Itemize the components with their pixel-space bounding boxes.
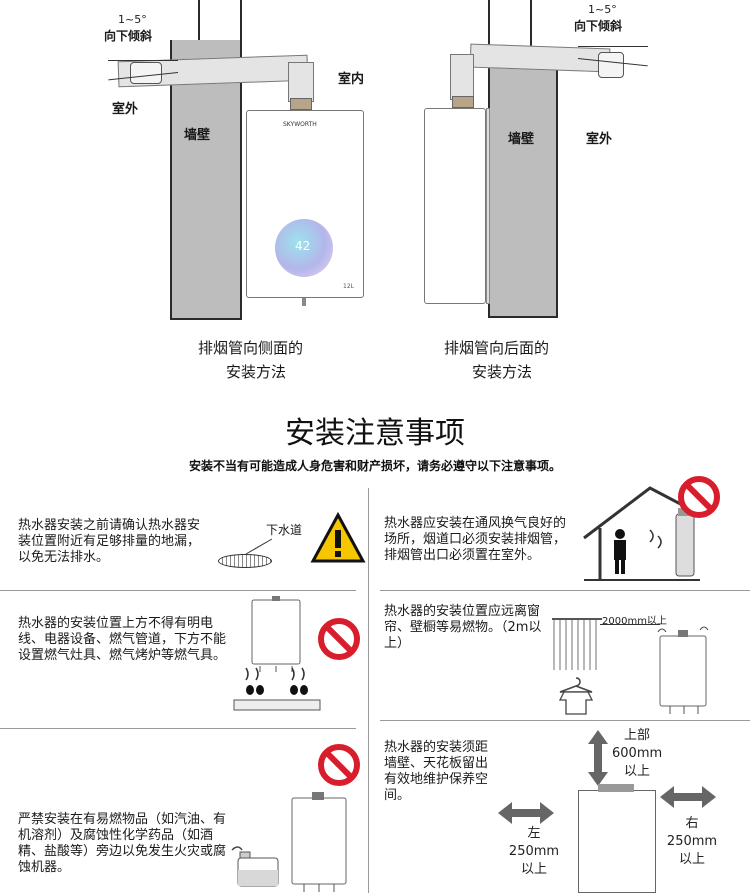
curtain-icon [552, 618, 602, 670]
flue-collar [452, 96, 474, 108]
house-ventilation-icon [583, 486, 700, 581]
caption-side-1: 排烟管向侧面的 [198, 339, 304, 357]
note-clearance: 热水器的安装须距墙壁、天花板留出有效地维护保养空间。 [384, 740, 489, 803]
note-ventilation: 热水器应安装在通风换气良好的场所，烟道口必须安装排烟管，排烟管出口必须置在室外。 [384, 516, 567, 563]
flue-pipe-horizontal [469, 43, 611, 73]
tilt-line [108, 60, 178, 61]
label-wall: 墙壁 [508, 132, 535, 147]
distance-label: 2000mm以上 [602, 616, 667, 627]
label-indoor: 室内 [338, 72, 365, 87]
section-title: 安装注意事项 [285, 416, 465, 451]
top-clearance-suffix: 以上 [623, 764, 650, 779]
pipe-end-cap [598, 52, 624, 78]
heater-display: 42 [275, 219, 333, 277]
label-outdoor: 室外 [112, 102, 139, 117]
divider-row2 [0, 728, 356, 729]
prohibit-icon [318, 744, 360, 786]
wall-left [170, 40, 242, 320]
right-clearance-label: 右 [685, 816, 699, 831]
top-clearance-label: 上部 [623, 728, 650, 743]
prohibit-icon [318, 618, 360, 660]
left-clearance-suffix: 以上 [520, 862, 547, 877]
divider-row1-right [380, 590, 750, 591]
label-wall: 墙壁 [184, 128, 211, 143]
tilt-line [578, 46, 648, 47]
label-outdoor: 室外 [586, 132, 613, 147]
chemical-bottle-icon [231, 846, 279, 887]
arrow-left-icon [498, 802, 554, 824]
water-heater-front: SKYWORTH 42 12L [246, 110, 364, 298]
right-clearance-suffix: 以上 [678, 852, 705, 867]
arrow-right-icon [660, 786, 716, 808]
caption-back-1: 排烟管向后面的 [444, 339, 550, 357]
display-value: 42 [295, 239, 311, 253]
heater-capacity: 12L [343, 283, 354, 290]
clothes-hanger-icon [558, 677, 594, 715]
tilt-label: 向下倾斜 [104, 29, 153, 43]
heater-clearance-body [578, 790, 656, 893]
heater-clearance-top [598, 784, 634, 792]
section-subtitle: 安装不当有可能造成人身危害和财产损坏，请务必遵守以下注意事项。 [188, 459, 561, 473]
heater-brand: SKYWORTH [283, 121, 317, 128]
note-drain: 热水器安装之前请确认热水器安装位置附近有足够排量的地漏，以免无法排水。 [18, 518, 201, 565]
heater-outlet [302, 298, 306, 306]
note-corrosive: 严禁安装在有易燃物品（如汽油、有机溶剂）及腐蚀性化学药品（如酒精、盐酸等）旁边以… [18, 812, 227, 875]
warning-icon [310, 512, 366, 563]
flue-pipe-vertical [450, 54, 474, 100]
wall-right [488, 68, 558, 318]
note-flammable-distance: 热水器的安装位置应远离窗帘、壁橱等易燃物。（2m以上） [384, 604, 542, 651]
divider-row2-right [380, 720, 750, 721]
pipe-end-cap [130, 62, 162, 84]
wall-top-cap [198, 0, 242, 40]
drain-label: 下水道 [266, 523, 303, 537]
flue-pipe-vertical [288, 62, 314, 102]
tilt-range: 1~5° [118, 13, 147, 26]
heater-icon [657, 626, 709, 714]
tilt-range: 1~5° [588, 3, 617, 16]
top-clearance-value: 600mm [612, 746, 663, 761]
divider-row1 [0, 590, 356, 591]
left-clearance-label: 左 [527, 826, 541, 841]
floor-drain-icon [218, 554, 272, 568]
drain-leader-line [245, 538, 273, 555]
heater-icon [291, 792, 347, 892]
left-clearance-value: 250mm [508, 844, 560, 859]
water-heater-side [424, 108, 486, 304]
prohibit-icon [678, 476, 720, 518]
heater-stove-icon [233, 596, 321, 711]
note-above-below: 热水器的安装位置上方不得有明电线、电器设备、燃气管道，下方不能设置燃气灶具、燃气… [18, 616, 227, 663]
divider-vertical [368, 488, 369, 893]
heater-side-edge [486, 108, 490, 304]
distance-line [600, 624, 660, 625]
right-clearance-value: 250mm [666, 834, 718, 849]
flue-collar [290, 98, 312, 110]
caption-side-2: 安装方法 [226, 363, 287, 381]
tilt-label: 向下倾斜 [574, 19, 623, 33]
caption-back-2: 安装方法 [472, 363, 533, 381]
arrow-up-icon [588, 730, 608, 786]
